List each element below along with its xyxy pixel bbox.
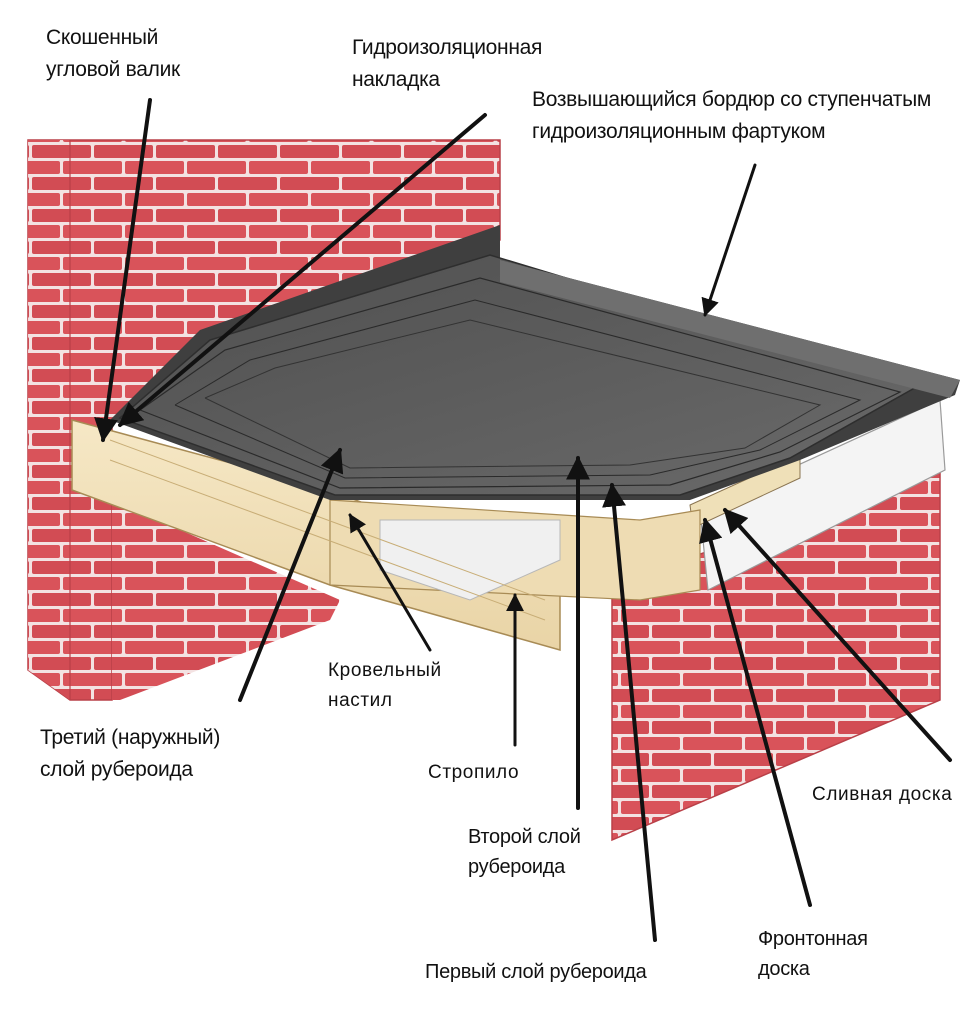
label-beveled-cant-strip: Скошенный угловой валик [46, 26, 180, 81]
label-first-layer: Первый слой рубероида [425, 961, 647, 983]
roof-membrane [110, 225, 960, 500]
label-roof-deck: Кровельный настил [328, 660, 442, 711]
label-waterproof-overlay: Гидроизоляционная накладка [352, 36, 543, 91]
label-third-layer: Третий (наружный) слой рубероида [40, 726, 221, 781]
arrow-third-layer [238, 447, 344, 702]
pointer-arrows [94, 98, 952, 942]
arrow-first-layer [602, 482, 657, 942]
arrow-drip-edge [723, 508, 952, 762]
label-fascia-board: Фронтонная доска [758, 928, 868, 980]
arrow-roof-deck [348, 513, 432, 652]
arrow-waterproof-overlay [118, 113, 487, 427]
arrow-beveled-cant-strip [94, 98, 152, 443]
arrow-raised-curb [701, 163, 757, 317]
arrow-fascia-board [699, 517, 812, 907]
label-rafter: Стропило [428, 762, 520, 783]
label-raised-curb: Возвышающийся бордюр со ступенчатым гидр… [532, 88, 932, 143]
label-second-layer: Второй слой рубероида [468, 826, 581, 878]
fascia-board [689, 399, 946, 591]
label-drip-edge: Сливная доска [812, 784, 953, 805]
rafters [71, 419, 701, 651]
